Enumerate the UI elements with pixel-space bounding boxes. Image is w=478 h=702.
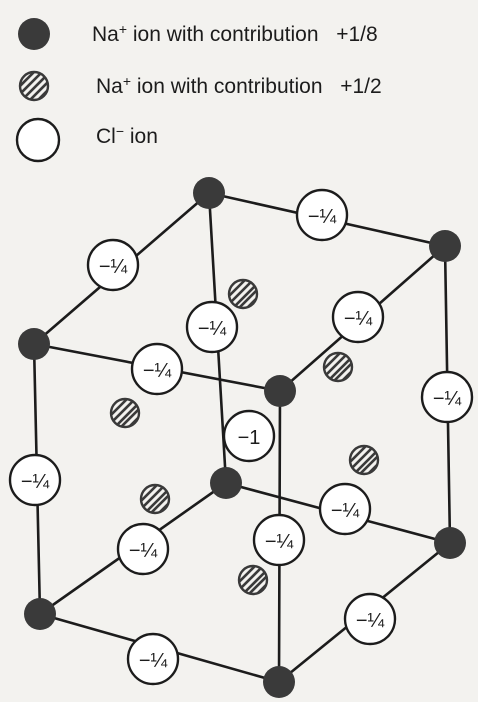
hatched-na-ion-left [109,397,141,429]
edge-cl-ions: −¼ −¼ −¼ −¼ −¼ −¼ [8,188,474,686]
cl-ion-edge: −¼ [318,482,372,536]
svg-text:−¼: −¼ [356,610,385,632]
corner-na-ion [429,230,461,262]
legend-cl-charge: − [115,123,125,139]
cl-ion-edge: −¼ [185,300,239,354]
svg-text:−¼: −¼ [139,650,168,672]
legend-na-face-symbol: Na [96,75,123,98]
legend-na-corner-value: +1/8 [336,23,378,46]
cl-ion-edge: −¼ [86,238,140,292]
svg-text:−¼: −¼ [433,388,462,410]
hatched-na-ion-back [322,351,354,383]
svg-text:−¼: −¼ [143,360,172,382]
cl-ion-edge: −¼ [343,592,397,646]
svg-text:−¼: −¼ [198,318,227,340]
cl-ion-center: −1 [222,409,276,463]
corner-na-ion [434,527,466,559]
svg-text:−¼: −¼ [331,500,360,522]
corner-na-ion [24,598,56,630]
svg-text:−¼: −¼ [99,256,128,278]
cl-ion-edge: −¼ [331,290,385,344]
corner-na-ion [193,177,225,209]
cl-ion-edge: −¼ [126,632,180,686]
corner-na-ions [18,177,466,698]
svg-text:−¼: −¼ [265,531,294,553]
legend-na-corner-text: ion with contribution [132,23,319,46]
svg-text:−¼: −¼ [129,540,158,562]
legend-na-face-charge: + [122,73,132,89]
corner-na-ion [264,375,296,407]
legend-row-na-corner: Na+ ion with contribution +1/8 [0,14,478,54]
legend-na-face-text: ion with contribution [136,75,323,98]
legend-na-corner-charge: + [118,21,128,37]
cl-ion-edge: −¼ [116,522,170,576]
svg-text:−¼: −¼ [21,471,50,493]
legend-na-face-value: +1/2 [340,75,382,98]
legend-cl-symbol: Cl [96,125,116,148]
legend-na-corner-symbol: Na [92,23,119,46]
legend-row-na-face: Na+ ion with contribution +1/2 [0,66,478,106]
solid-dark-circle-icon [18,18,50,50]
svg-text:−¼: −¼ [344,308,373,330]
cl-ion-edge: −¼ [8,453,62,507]
legend-cl-text: ion [129,125,158,148]
hatched-na-ion-right [348,444,380,476]
hatched-na-ion-bottom [237,564,269,596]
face-na-ions [109,278,380,596]
cl-ion-edge: −¼ [252,513,306,567]
corner-na-ion [263,666,295,698]
legend-row-cl: Cl− ion [0,114,478,164]
cl-ion-edge: −¼ [295,188,349,242]
hatched-circle-icon [18,70,50,102]
cl-ion-edge: −¼ [130,342,184,396]
cl-ion-edge: −¼ [420,370,474,424]
open-circle-icon [15,117,61,163]
corner-na-ion [210,467,242,499]
svg-text:−1: −1 [238,427,261,449]
svg-text:−¼: −¼ [308,206,337,228]
corner-na-ion [18,328,50,360]
hatched-na-ion-top [227,278,259,310]
hatched-na-ion-front [139,483,171,515]
